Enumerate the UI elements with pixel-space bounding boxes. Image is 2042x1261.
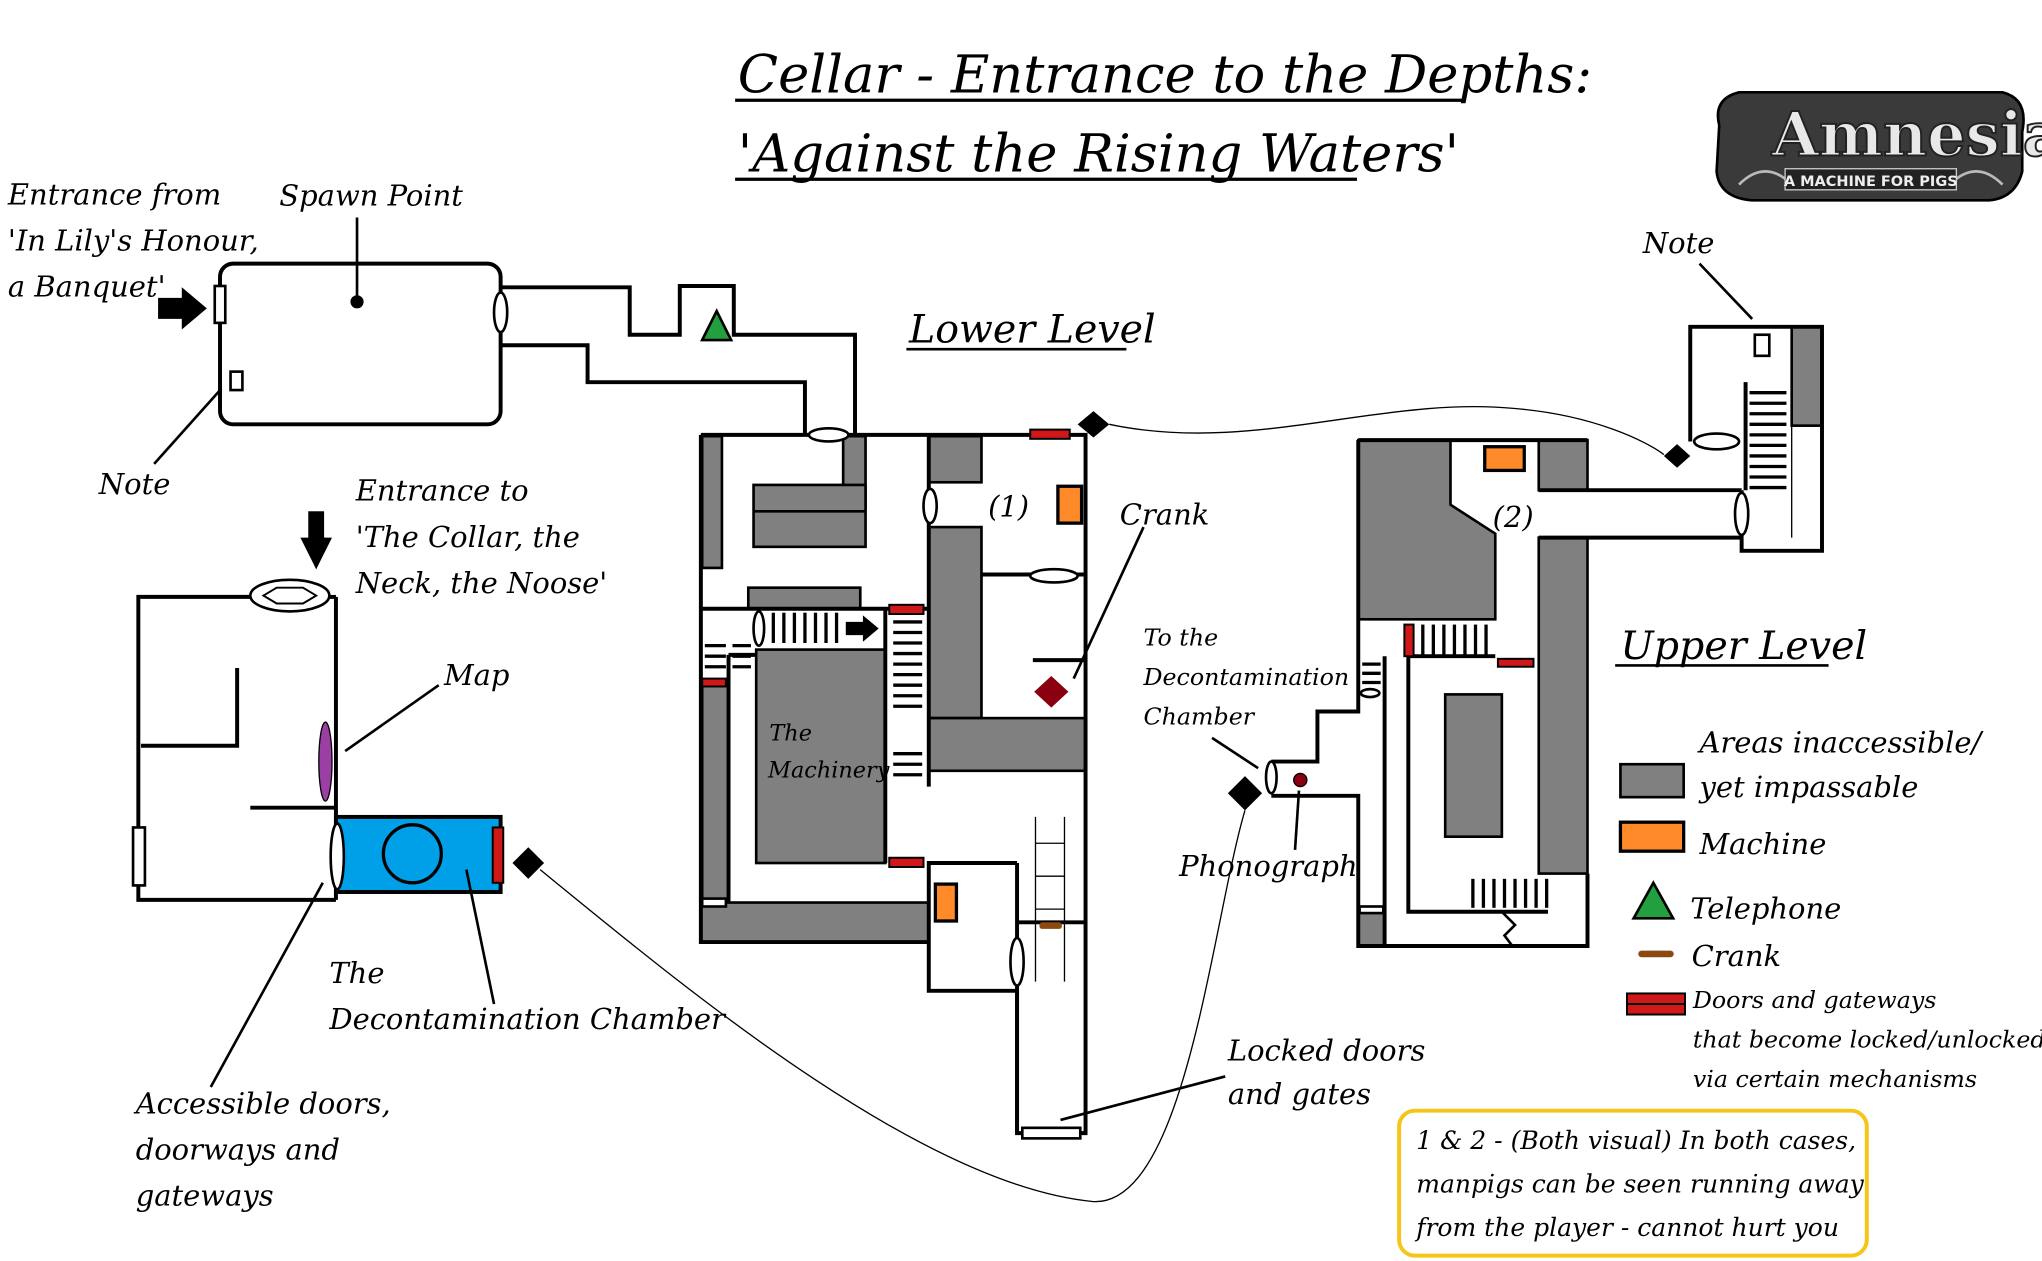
spawn-point-label: Spawn Point bbox=[279, 179, 463, 213]
arrow-right-icon bbox=[845, 615, 879, 642]
map-marker bbox=[318, 721, 333, 802]
locked-door bbox=[701, 677, 727, 688]
locked-doors-label-1: Locked doors bbox=[1227, 1034, 1426, 1068]
legend-label: that become locked/unlocked bbox=[1693, 1025, 2042, 1053]
logo-subtitle: A MACHINE FOR PIGS bbox=[1784, 174, 1958, 190]
note-box: 1 & 2 - (Both visual) In both cases, man… bbox=[1397, 1108, 1869, 1258]
legend-telephone-icon bbox=[1631, 880, 1676, 920]
to-decon-label-2: Decontamination bbox=[1143, 663, 1350, 691]
note-box-line: manpigs can be seen running away bbox=[1416, 1169, 1864, 1198]
accessible-doors-label-1: Accessible doors, bbox=[133, 1086, 391, 1120]
map-title: Cellar - Entrance to the Depths: 'Agains… bbox=[735, 44, 1592, 184]
entrance-to-label-3: Neck, the Noose' bbox=[355, 566, 608, 600]
svg-text:Amnesia: Amnesia bbox=[1771, 100, 2042, 171]
legend-label: via certain mechanisms bbox=[1693, 1065, 1977, 1093]
legend-label: Machine bbox=[1698, 827, 1826, 861]
room-1-label: (1) bbox=[988, 490, 1029, 524]
to-decon-label-1: To the bbox=[1144, 624, 1219, 652]
note-marker bbox=[229, 370, 244, 392]
connector-diamond bbox=[512, 847, 545, 879]
legend-swatch-machine bbox=[1618, 820, 1686, 853]
upper-level bbox=[1227, 324, 1824, 948]
note-label-right: Note bbox=[1642, 226, 1715, 260]
entrance-from-label-2: 'In Lily's Honour, bbox=[8, 223, 259, 257]
legend-label: yet impassable bbox=[1697, 770, 1918, 804]
title-line-2: 'Against the Rising Waters' bbox=[738, 123, 1459, 184]
legend-label: Areas inaccessible/ bbox=[1696, 725, 1984, 759]
map-label: Map bbox=[443, 658, 509, 692]
room-2-label: (2) bbox=[1493, 500, 1534, 534]
spawn-point-marker bbox=[350, 295, 364, 309]
machinery-block bbox=[754, 648, 887, 865]
crank-marker bbox=[1034, 675, 1069, 708]
lower-level bbox=[698, 411, 1110, 1140]
note-box-line: from the player - cannot hurt you bbox=[1414, 1213, 1839, 1242]
connector-diamond bbox=[1227, 776, 1263, 811]
machinery-label-2: Machinery bbox=[767, 757, 890, 783]
locked-door bbox=[1496, 657, 1535, 668]
legend-swatch-inaccessible bbox=[1619, 762, 1685, 799]
legend-label: Telephone bbox=[1690, 891, 1841, 925]
amnesia-logo: Amnesia A MACHINE FOR PIGS bbox=[1715, 91, 2042, 202]
note-box-line: 1 & 2 - (Both visual) In both cases, bbox=[1416, 1126, 1856, 1155]
connector-diamond bbox=[1077, 411, 1110, 438]
note-marker bbox=[1753, 333, 1771, 358]
connector-line bbox=[539, 810, 1246, 1203]
title-line-1: Cellar - Entrance to the Depths: bbox=[738, 44, 1592, 105]
decon-label-1: The bbox=[329, 956, 384, 990]
locked-door bbox=[1029, 428, 1071, 440]
locked-door bbox=[888, 603, 925, 616]
accessible-doors-label-2: doorways and bbox=[136, 1132, 340, 1166]
connector-line bbox=[1109, 405, 1665, 456]
arrow-right-icon bbox=[158, 287, 207, 330]
locked-door bbox=[1403, 623, 1415, 658]
locked-doors-label-2: and gates bbox=[1228, 1077, 1371, 1111]
spawn-room bbox=[153, 217, 857, 465]
decon-label-2: Decontamination Chamber bbox=[328, 1002, 727, 1036]
upper-level-heading: Upper Level bbox=[1620, 623, 1867, 669]
entrance-to-label-1: Entrance to bbox=[355, 474, 529, 508]
machine-marker bbox=[933, 882, 959, 923]
legend: Areas inaccessible/ yet impassable Machi… bbox=[1618, 725, 2042, 1093]
legend-label: Doors and gateways bbox=[1692, 986, 1937, 1014]
note-label-left: Note bbox=[98, 467, 171, 501]
phonograph-label: Phonograph bbox=[1178, 849, 1358, 883]
machinery-label-1: The bbox=[769, 721, 812, 747]
legend-label: Crank bbox=[1692, 939, 1782, 973]
entrance-from-label-1: Entrance from bbox=[7, 177, 221, 211]
telephone-marker bbox=[700, 308, 734, 342]
entrance-to-label-2: 'The Collar, the bbox=[356, 520, 580, 554]
machine-marker bbox=[1483, 445, 1526, 473]
entrance-door bbox=[213, 284, 227, 325]
decon-area bbox=[131, 511, 545, 1088]
machine-marker bbox=[1056, 484, 1084, 525]
lower-level-heading: Lower Level bbox=[908, 307, 1156, 353]
crank-label: Crank bbox=[1120, 497, 1210, 531]
phonograph-marker bbox=[1293, 772, 1308, 788]
to-decon-label-3: Chamber bbox=[1144, 703, 1256, 731]
connector-diamond bbox=[1663, 444, 1691, 468]
entrance-from-label-3: a Banquet' bbox=[8, 270, 166, 304]
accessible-doors-label-3: gateways bbox=[136, 1179, 274, 1213]
crank-item bbox=[1039, 922, 1062, 929]
locked-door bbox=[888, 856, 925, 868]
